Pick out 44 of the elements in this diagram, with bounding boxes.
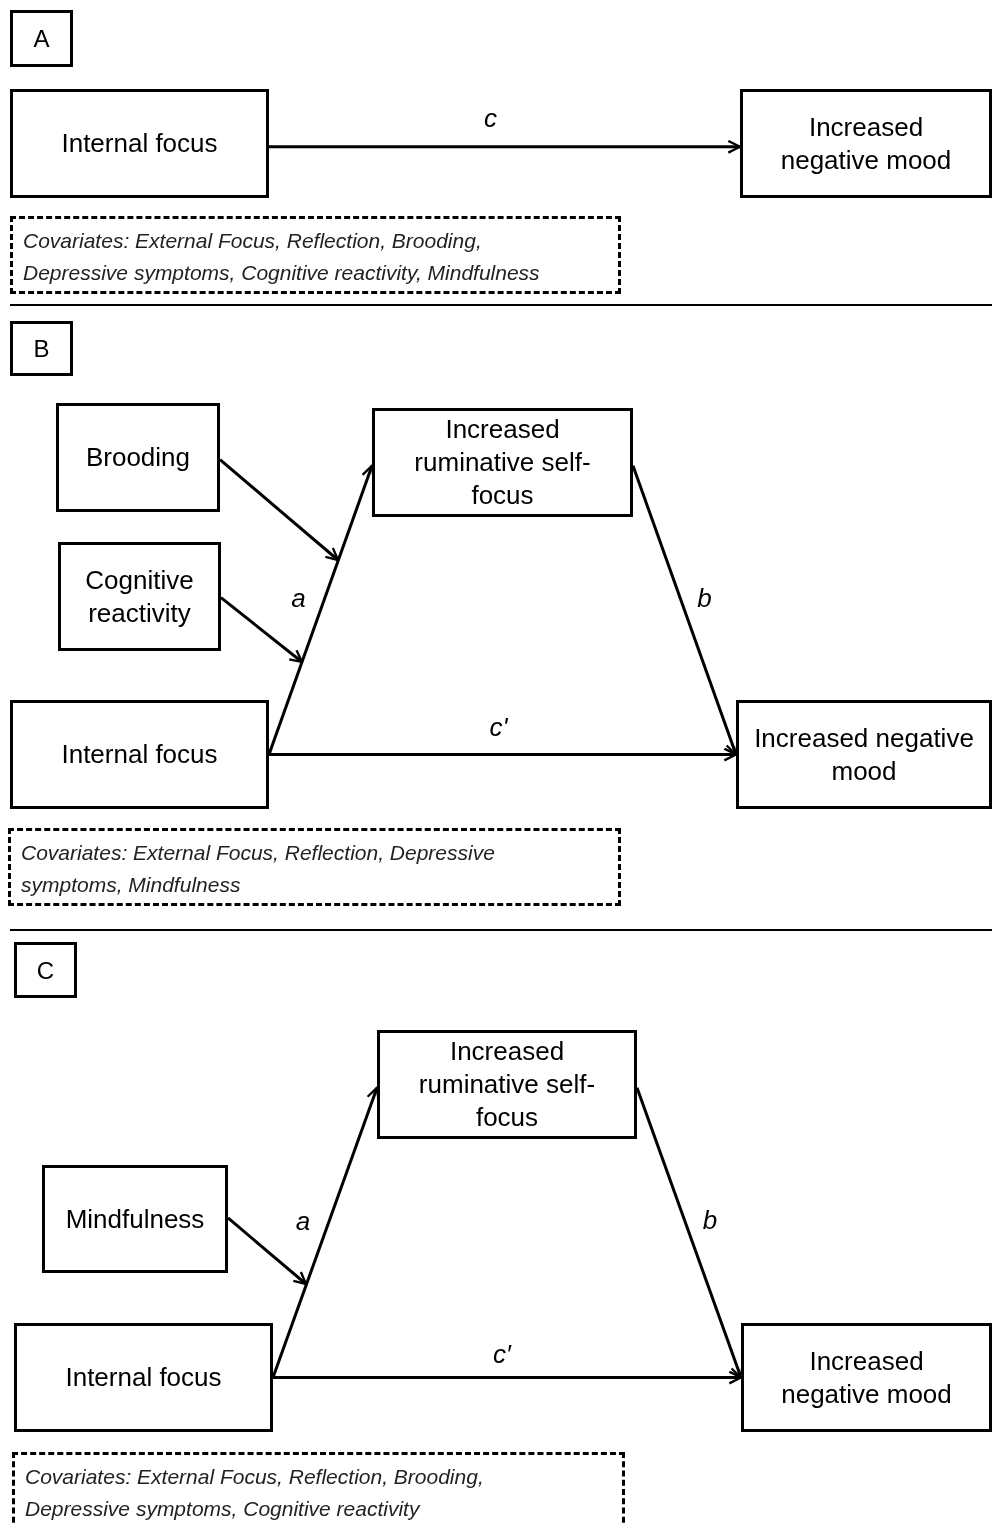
arrow	[267, 464, 375, 755]
covariates-note: Covariates: External Focus, Reflection, Depressive symptoms, Mindfulness	[21, 840, 496, 898]
covariates-box	[12, 1452, 625, 1526]
variable-box	[10, 700, 269, 809]
arrow	[635, 1087, 744, 1379]
panel-label-box	[14, 942, 77, 998]
covariates-box	[8, 828, 621, 906]
moderator-arrow	[219, 458, 340, 562]
variable-box	[377, 1030, 637, 1139]
variable-box	[10, 89, 269, 198]
variable-label: Increased ruminative self-focus	[417, 1035, 597, 1134]
variable-box	[740, 89, 992, 198]
panel-letter: B	[33, 334, 50, 364]
variable-label: Internal focus	[64, 1361, 223, 1394]
arrow	[269, 747, 738, 762]
variable-label: Internal focus	[60, 127, 219, 160]
variable-box	[14, 1323, 273, 1432]
variable-label: Internal focus	[60, 738, 219, 771]
variable-box	[741, 1323, 992, 1432]
covariates-note: Covariates: External Focus, Reflection, Brooding, Depressive symptoms, Cognitive reactivity	[25, 1464, 485, 1522]
variable-label: Increased negative mood	[780, 1344, 953, 1411]
variable-box	[42, 1165, 228, 1273]
moderator-arrow	[227, 1216, 308, 1286]
variable-box	[736, 700, 992, 809]
arrow	[631, 465, 739, 756]
panel-letter: A	[33, 24, 50, 54]
panel-label-box	[10, 321, 73, 376]
variable-label: Cognitive reactivity	[84, 563, 195, 630]
covariates-box	[10, 216, 621, 294]
variable-label: Increased negative mood	[779, 110, 953, 177]
variable-box	[372, 408, 633, 517]
variable-box	[58, 542, 221, 651]
covariates-note: Covariates: External Focus, Reflection, Brooding, Depressive symptoms, Cognitive reactivity, Mindfulness	[23, 228, 541, 286]
variable-label: Brooding	[84, 441, 192, 474]
variable-label: Mindfulness	[64, 1202, 206, 1236]
panel-letter: C	[36, 955, 55, 986]
arrow	[269, 139, 742, 154]
moderator-arrow	[220, 596, 304, 664]
variable-label: Increased negative mood	[753, 721, 975, 788]
arrow	[271, 1086, 380, 1378]
arrow	[273, 1370, 743, 1385]
panel-label-box	[10, 10, 73, 67]
variable-label: Increased ruminative self-focus	[413, 413, 592, 512]
variable-box	[56, 403, 220, 512]
